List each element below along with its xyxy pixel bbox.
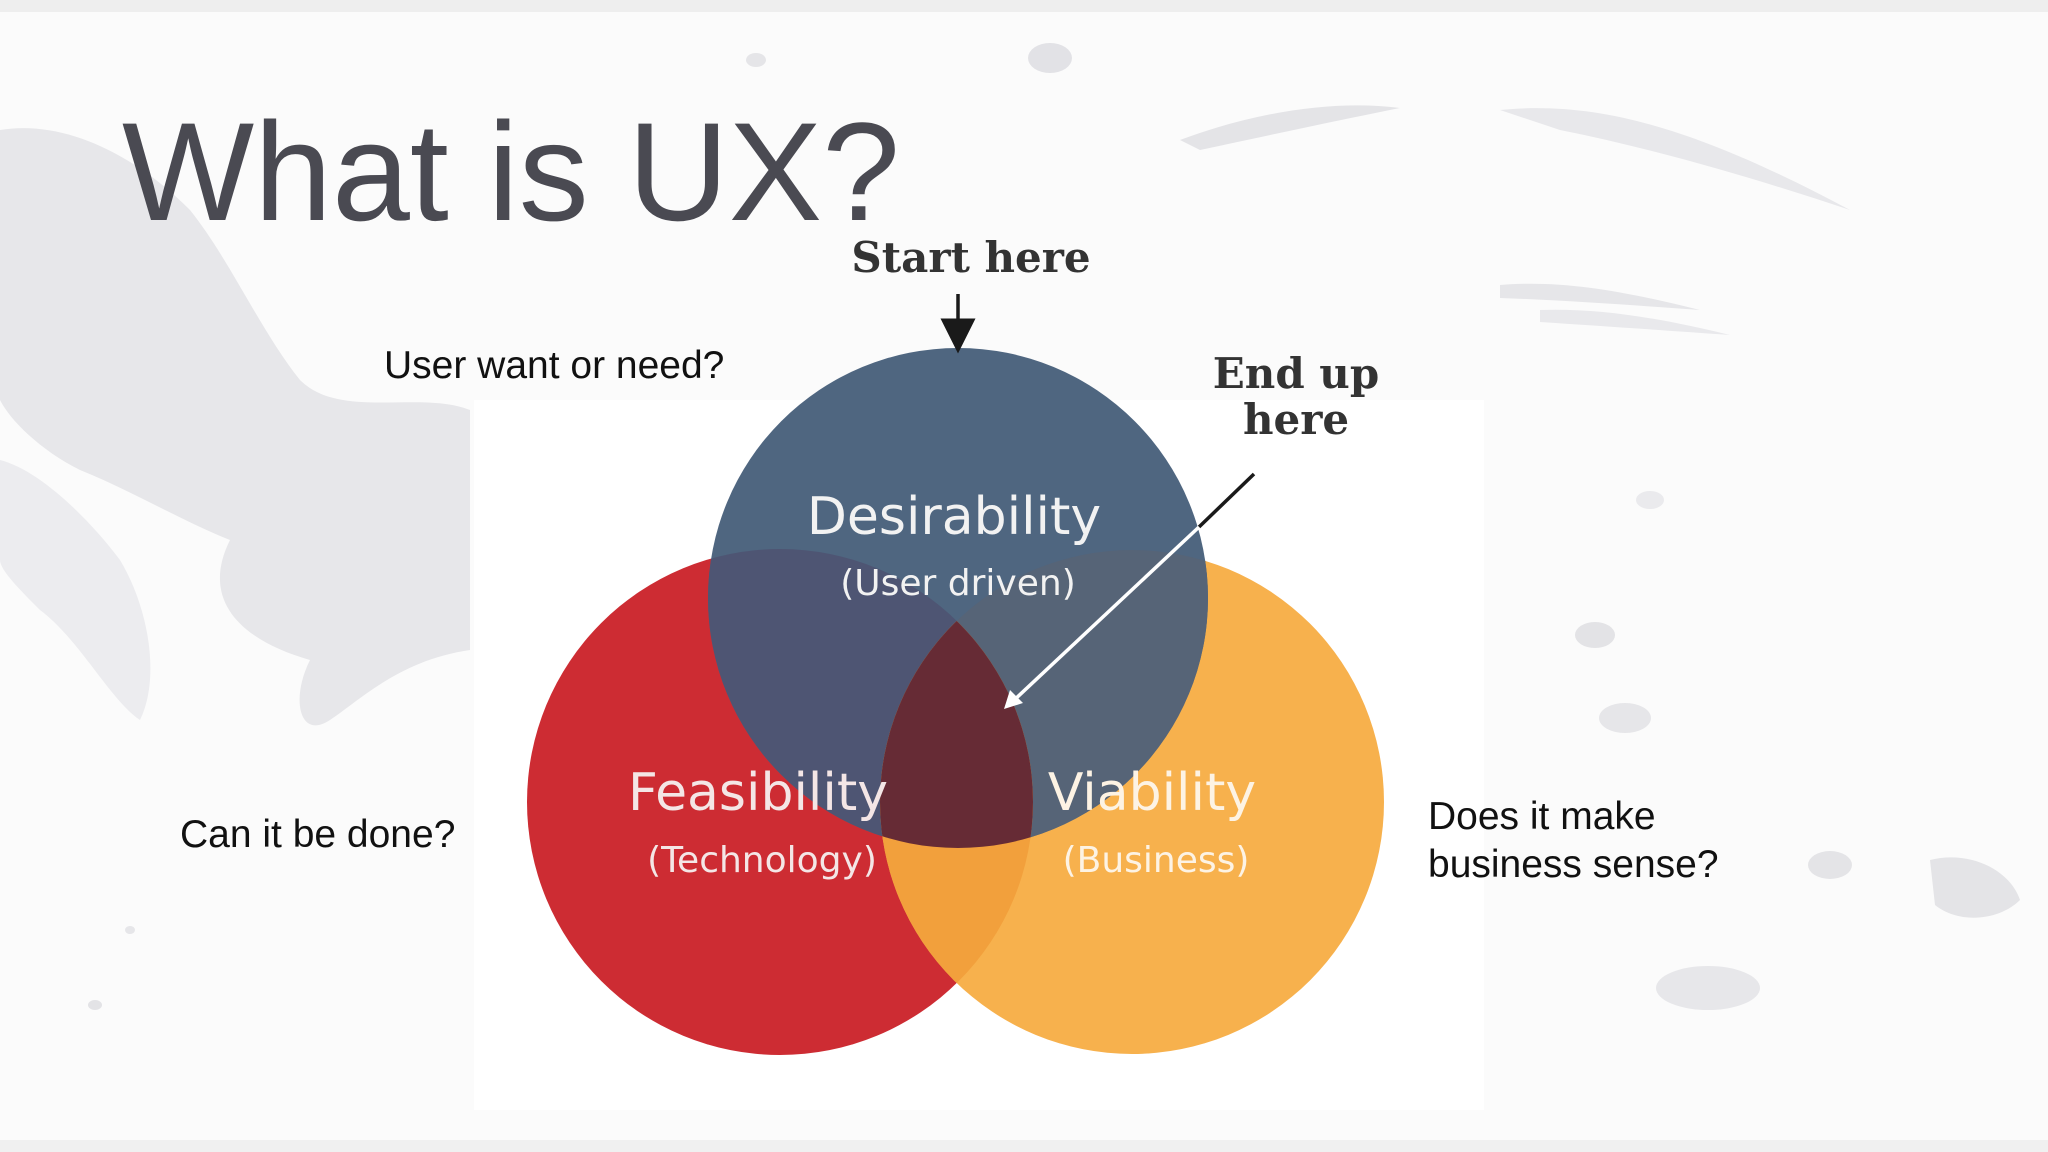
end-arrow-outer	[1197, 472, 1256, 529]
end-arrowhead	[1004, 690, 1023, 709]
viability-question-line1: Does it make	[1428, 795, 1656, 838]
desirability-subtitle: (User driven)	[840, 563, 1076, 604]
start-label: Start here	[851, 233, 1090, 282]
feasibility-subtitle: (Technology)	[647, 840, 877, 881]
feasibility-question: Can it be done?	[180, 813, 456, 856]
end-label-line1: End up	[1213, 349, 1379, 398]
slide-title: What is UX?	[122, 93, 900, 250]
feasibility-label: Feasibility	[628, 763, 888, 823]
viability-label: Viability	[1048, 763, 1256, 823]
desirability-label: Desirability	[807, 487, 1101, 547]
desirability-question: User want or need?	[384, 344, 725, 387]
viability-question: Does it make business sense?	[1428, 793, 1719, 889]
end-label-line2: here	[1243, 395, 1349, 444]
viability-question-line2: business sense?	[1428, 843, 1719, 886]
viability-subtitle: (Business)	[1063, 840, 1250, 881]
end-arrow-inner	[1009, 525, 1201, 705]
